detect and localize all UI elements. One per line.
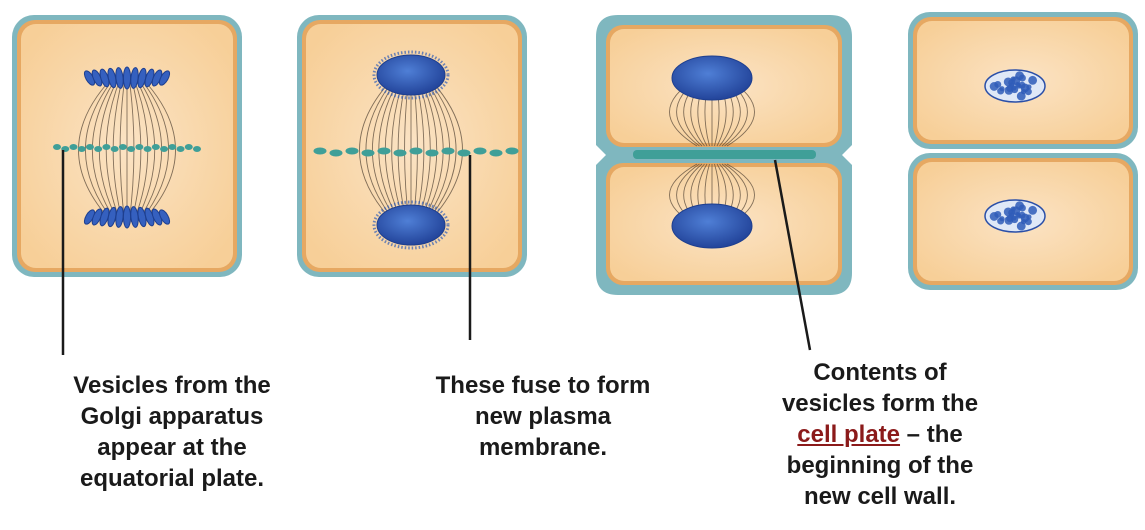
cell-1-vesicles-vesicle xyxy=(177,146,185,152)
cell-1-vesicles-vesicle xyxy=(193,146,201,152)
cell-2-fusing-vesicles-vesicle xyxy=(506,148,519,155)
cell-4-nucleus-top-chromatin xyxy=(1004,77,1013,86)
cell-1-chromosomes-top-chromatid xyxy=(123,67,130,89)
cell-2-fusing-vesicles-vesicle xyxy=(410,148,423,155)
cell-2-fusing-vesicles-vesicle xyxy=(426,150,439,157)
caption-fuse-line-1: These fuse to form xyxy=(393,370,693,401)
cells-layer xyxy=(12,12,1138,295)
cell-1-vesicles-vesicle xyxy=(144,146,152,152)
cell-4-nucleus-top-chromatin xyxy=(1011,86,1018,93)
cell-4-nucleus-bottom-chromatin xyxy=(1028,206,1037,215)
cell-1-vesicles-vesicle xyxy=(135,144,143,150)
cell-1-vesicles-vesicle xyxy=(160,146,168,152)
cell-2-fusing-vesicles-vesicle xyxy=(362,150,375,157)
cell-4-nucleus-top-chromatin xyxy=(997,88,1004,95)
caption-golgi-vesicles: Vesicles from the Golgi apparatus appear… xyxy=(22,370,322,494)
caption-fuse-line-3: membrane. xyxy=(393,432,693,463)
caption-plate-line-2: vesicles form the xyxy=(730,388,1030,419)
caption-fuse-line-2: new plasma xyxy=(393,401,693,432)
cell-4-nucleus-bottom-chromatin xyxy=(1015,201,1024,210)
caption-cell-plate: Contents of vesicles form the cell plate… xyxy=(730,357,1030,512)
cell-4-nucleus-bottom-chromatin xyxy=(990,212,999,221)
cell-2-fusing-vesicles-vesicle xyxy=(394,150,407,157)
caption-fuse-membrane: These fuse to form new plasma membrane. xyxy=(393,370,693,463)
caption-golgi-line-2: Golgi apparatus xyxy=(22,401,322,432)
caption-plate-line-3: cell plate – the xyxy=(730,419,1030,450)
cell-4-nucleus-top-chromatin xyxy=(1015,71,1024,80)
cell-4-nucleus-bottom xyxy=(985,200,1045,232)
cell-1-vesicles-vesicle xyxy=(69,144,77,150)
cell-1-vesicles-vesicle xyxy=(94,146,102,152)
cell-1-vesicles-vesicle xyxy=(168,144,176,150)
cell-2-fusing-vesicles-vesicle xyxy=(474,148,487,155)
caption-plate-line-3-rest: – the xyxy=(900,421,963,448)
caption-golgi-line-4: equatorial plate. xyxy=(22,463,322,494)
cell-1-vesicles-vesicle xyxy=(119,144,127,150)
cell-1-vesicles-vesicle xyxy=(102,144,110,150)
cell-4-nucleus-top-chromatin xyxy=(1028,76,1037,85)
cell-4-nucleus-top-chromatin xyxy=(1026,84,1031,89)
cell-1-vesicles-vesicle xyxy=(111,146,119,152)
cell-2-fusing-vesicles-vesicle xyxy=(314,148,327,155)
cell-4-nucleus-bottom-chromatin xyxy=(997,218,1004,225)
cell-4-nucleus-bottom-chromatin xyxy=(1011,216,1018,223)
caption-plate-line-1: Contents of xyxy=(730,357,1030,388)
caption-golgi-line-3: appear at the xyxy=(22,432,322,463)
cell-2-fusing-vesicles-vesicle xyxy=(458,150,471,157)
cell-plate-term: cell plate xyxy=(797,421,900,448)
cell-plate xyxy=(633,150,816,159)
cell-1-vesicles-vesicle xyxy=(78,146,86,152)
cell-2-fusing-vesicles-vesicle xyxy=(330,150,343,157)
cell-3-nucleus-top-body xyxy=(672,56,752,100)
cell-4-nucleus-bottom-chromatin xyxy=(1004,207,1013,216)
cell-1-vesicles-vesicle xyxy=(127,146,135,152)
cell-3-nucleus-bottom-body xyxy=(672,204,752,248)
cell-2-fusing-vesicles-vesicle xyxy=(346,148,359,155)
cell-2-fusing-vesicles-vesicle xyxy=(378,148,391,155)
cell-1-vesicles-vesicle xyxy=(152,144,160,150)
cell-2-fusing-vesicles-vesicle xyxy=(442,148,455,155)
cell-1-vesicles-vesicle xyxy=(86,144,94,150)
cell-4-nucleus-bottom-chromatin xyxy=(1026,214,1031,219)
cell-4-nucleus-bottom-chromatin xyxy=(1017,222,1026,231)
cell-3-nucleus-bottom xyxy=(672,204,752,248)
caption-golgi-line-1: Vesicles from the xyxy=(22,370,322,401)
cell-1-vesicles-vesicle xyxy=(185,144,193,150)
caption-plate-line-5: new cell wall. xyxy=(730,481,1030,512)
cell-2-fusing-vesicles-vesicle xyxy=(490,150,503,157)
cell-4-nucleus-top-chromatin xyxy=(1017,92,1026,101)
cell-3-nucleus-top xyxy=(672,56,752,100)
cell-1-vesicles-vesicle xyxy=(53,144,61,150)
cell-4-nucleus-top-chromatin xyxy=(990,82,999,91)
cell-4-nucleus-top xyxy=(985,70,1045,102)
cell-2-nucleus-top-body xyxy=(377,55,445,95)
cell-1-chromosomes-bottom-chromatid xyxy=(123,206,130,228)
cell-2-nucleus-bottom-body xyxy=(377,205,445,245)
caption-plate-line-4: beginning of the xyxy=(730,450,1030,481)
